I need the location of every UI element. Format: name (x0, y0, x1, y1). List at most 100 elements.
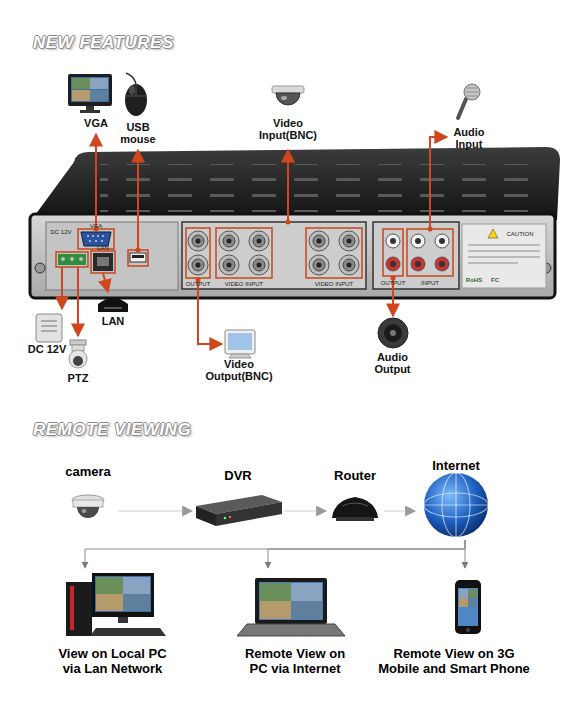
local-pc-icon (118, 617, 128, 623)
dvr-rear-panel (61, 257, 65, 261)
flow-dvr-icon (216, 502, 282, 526)
flow-camera-icon (82, 509, 87, 513)
callout-leaders (103, 273, 108, 292)
local-pc-icon (70, 586, 74, 630)
flow-camera-icon (77, 507, 99, 518)
vga-monitor-icon (68, 74, 112, 113)
dvr-rear-panel (182, 222, 366, 289)
vga-monitor-icon (72, 78, 90, 89)
dvr-rear-panel (87, 235, 89, 237)
dvr-rear-panel (383, 229, 403, 276)
device-caption: Remote View on PC via Internet (238, 646, 353, 676)
dvr-rear-panel (35, 263, 45, 273)
laptop-icon (291, 601, 322, 619)
dvr-rear-panel (81, 232, 111, 246)
lan-device-icon (98, 298, 128, 312)
device-label: Internet (416, 458, 496, 473)
video-monitor-icon (229, 354, 251, 358)
panel-marking: INPUT (407, 280, 453, 286)
branch-arrow (465, 540, 466, 568)
dvr-rear-panel (186, 228, 210, 278)
callout-label: LAN (96, 316, 130, 328)
callout-dots (136, 248, 141, 253)
dvr-rear-panel (100, 164, 530, 212)
power-adapter-icon (41, 320, 57, 322)
device-node: Router (326, 468, 384, 524)
callout-leaders (287, 150, 289, 222)
panel-marking: FC (487, 277, 503, 283)
dvr-rear-panel (373, 222, 459, 289)
lan-device-icon (104, 307, 122, 309)
callout-label: Audio Output (370, 352, 415, 375)
flow-camera-icon (72, 495, 104, 518)
power-adapter-icon (36, 314, 62, 342)
dvr-rear-panel (435, 234, 449, 248)
dvr-rear-panel (309, 255, 329, 275)
mouse-icon (125, 84, 147, 116)
mouse-icon (129, 85, 135, 95)
mouse-icon (136, 84, 137, 96)
device-label: Router (326, 468, 384, 483)
flow-globe-icon (424, 473, 488, 537)
smartphone-icon (455, 580, 481, 634)
panel-marking: RoHS (463, 277, 485, 283)
speaker-icon (378, 318, 408, 348)
laptop-icon (237, 624, 345, 636)
dvr-rear-panel (91, 251, 115, 273)
smartphone-icon (466, 628, 470, 632)
dvr-rear-panel (101, 240, 103, 242)
vga-monitor-icon (72, 90, 90, 101)
dvr-rear-panel (188, 255, 208, 275)
vga-monitor-icon (80, 110, 100, 113)
device-node: Internet (415, 458, 497, 540)
flow-router-icon (336, 517, 374, 521)
dvr-rear-panel (339, 255, 359, 275)
dvr-rear-panel (468, 244, 540, 246)
dvr-rear-panel (249, 255, 269, 275)
flow-globe-icon (424, 504, 488, 505)
dvr-rear-panel (309, 231, 329, 251)
device-label: camera (58, 464, 118, 479)
callout-leaders (137, 150, 139, 250)
smartphone-icon (468, 589, 477, 598)
vga-monitor-icon (71, 77, 109, 102)
dvr-rear-panel (219, 255, 239, 275)
flow-arrow (118, 511, 192, 512)
dvr-rear-panel (92, 235, 94, 237)
dvr-rear-panel (219, 231, 239, 251)
dvr-rear-panel (488, 229, 498, 238)
flow-dvr-icon (224, 517, 226, 519)
smartphone-icon (468, 598, 477, 607)
callout-leaders (61, 267, 63, 309)
callout-label: USB mouse (118, 122, 158, 145)
power-adapter-icon (36, 314, 62, 342)
power-adapter-icon (41, 325, 57, 327)
microphone-icon (458, 99, 466, 118)
speaker-icon (378, 318, 408, 348)
device-label: DVR (193, 468, 283, 483)
dvr-rear-panel (130, 253, 146, 262)
dvr-rear-panel (70, 257, 74, 261)
laptop-icon (291, 583, 322, 601)
panel-marking: VIDEO INPUT (216, 281, 272, 287)
microphone-icon (458, 84, 480, 118)
callout-label: DC 12V (22, 344, 72, 356)
dome-camera-icon (272, 86, 304, 93)
callout-leaders (62, 134, 447, 344)
smartphone-icon (459, 598, 468, 607)
laptop-icon (237, 578, 345, 636)
flow-arrow (384, 511, 415, 512)
flow-router-icon (342, 503, 368, 506)
dvr-rear-panel (468, 250, 540, 252)
video-monitor-icon (228, 333, 252, 350)
callout-leaders (95, 134, 97, 229)
dvr-rear-panel (30, 214, 555, 298)
local-pc-icon (96, 577, 123, 594)
flow-router-icon (332, 497, 378, 521)
callout-label: Video Input(BNC) (255, 118, 321, 141)
dvr-rear-panel (97, 235, 99, 237)
dome-camera-icon (272, 86, 304, 105)
dome-camera-icon (281, 96, 287, 100)
smartphone-icon (455, 580, 481, 634)
device-node: Remote View on PC via Internet (215, 568, 375, 676)
